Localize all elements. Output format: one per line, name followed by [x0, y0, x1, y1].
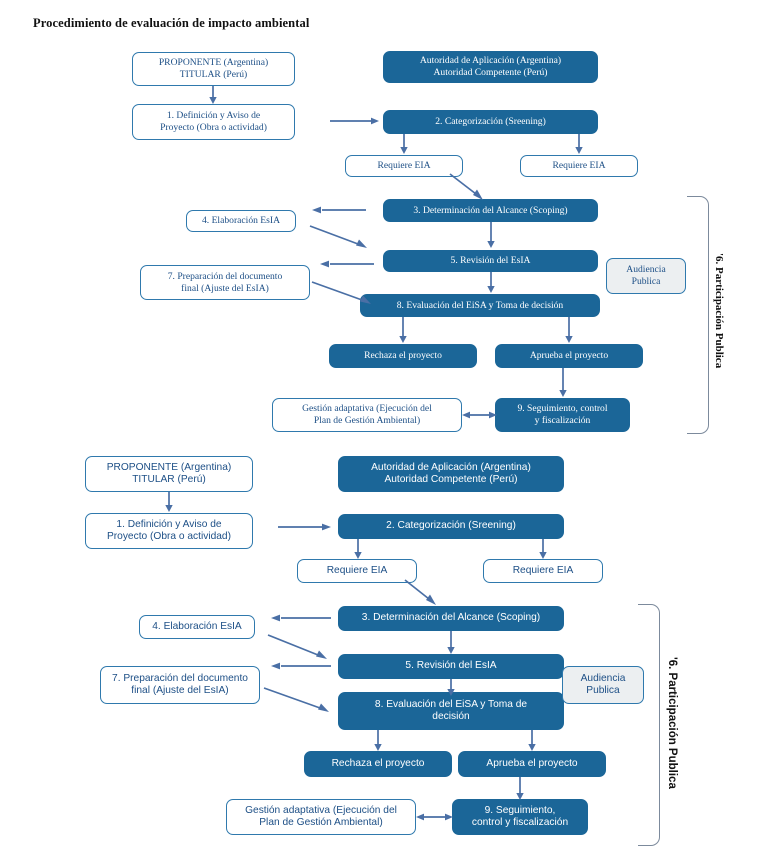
arrow-paso8-to-rechaza-b	[371, 730, 385, 754]
arrow-requiere-eia-to-paso3	[449, 173, 486, 202]
arrow-paso3-to-paso5-vertical	[484, 222, 498, 250]
arrow-paso5-to-paso7	[318, 258, 374, 270]
arrow-aprueba-to-paso9	[556, 368, 570, 400]
arrow-paso3-to-paso5-vertical-b	[444, 631, 458, 657]
node-paso-2-categorizacion: 2. Categorización (Sreening)	[383, 110, 598, 134]
bracket-participacion-publica-bottom	[638, 604, 660, 846]
label-participacion-publica-top: '6. Participación Publica	[713, 253, 725, 369]
node-paso-2-categorizacion-b: 2. Categorización (Sreening)	[338, 514, 564, 539]
arrow-gestion-paso9-bidirectional	[462, 409, 498, 421]
node-paso-3-alcance: 3. Determinación del Alcance (Scoping)	[383, 199, 598, 222]
node-requiere-eia-derecha: Requiere EIA	[520, 155, 638, 177]
arrow-paso5-to-paso7-b	[269, 660, 331, 672]
arrow-paso1-to-paso2	[330, 115, 380, 127]
arrow-paso2-to-requiere-eia-der	[572, 134, 586, 156]
node-requiere-eia-izquierda: Requiere EIA	[345, 155, 463, 177]
arrow-aprueba-to-paso9-b	[513, 777, 527, 803]
node-proponente-titular: PROPONENTE (Argentina)TITULAR (Perú)	[132, 52, 295, 86]
arrow-paso5-to-paso8-vertical	[484, 272, 498, 296]
node-requiere-eia-izquierda-b: Requiere EIA	[297, 559, 417, 583]
node-paso-5-revision: 5. Revisión del EsIA	[383, 250, 598, 272]
node-aprueba-proyecto: Aprueba el proyecto	[495, 344, 643, 368]
node-aprueba-proyecto-b: Aprueba el proyecto	[458, 751, 606, 777]
node-paso-8-evaluacion: 8. Evaluación del EiSA y Toma de decisió…	[360, 294, 600, 317]
arrow-paso2-to-requiere-eia-izq	[397, 134, 411, 156]
arrow-paso2-to-requiere-eia-izq-b	[351, 539, 365, 561]
node-paso-9-seguimiento-b: 9. Seguimiento,control y fiscalización	[452, 799, 588, 835]
node-proponente-titular-b: PROPONENTE (Argentina)TITULAR (Perú)	[85, 456, 253, 492]
arrow-paso8-to-aprueba-b	[525, 730, 539, 754]
node-autoridad-aplicacion-b: Autoridad de Aplicación (Argentina)Autor…	[338, 456, 564, 492]
arrow-paso7-to-paso8-b	[263, 687, 332, 716]
node-paso-3-alcance-b: 3. Determinación del Alcance (Scoping)	[338, 606, 564, 631]
node-autoridad-aplicacion: Autoridad de Aplicación (Argentina)Autor…	[383, 51, 598, 83]
arrow-proponente-to-paso1-b	[162, 492, 176, 514]
arrow-paso1-to-paso2-b	[278, 521, 332, 533]
arrow-gestion-paso9-bidirectional-b	[416, 811, 454, 823]
node-rechaza-proyecto-b: Rechaza el proyecto	[304, 751, 452, 777]
arrow-paso2-to-requiere-eia-der-b	[536, 539, 550, 561]
arrow-requiere-eia-to-paso3-b	[404, 579, 439, 608]
node-paso-5-revision-b: 5. Revisión del EsIA	[338, 654, 564, 679]
arrow-paso7-to-paso8	[311, 281, 374, 308]
node-paso-4-elaboracion-b: 4. Elaboración EsIA	[139, 615, 255, 639]
bracket-participacion-publica-top	[687, 196, 709, 434]
arrow-paso8-to-aprueba	[562, 317, 576, 345]
label-participacion-publica-bottom: '6. Participación Publica	[666, 657, 678, 789]
arrow-paso4-to-paso5	[309, 225, 370, 252]
page-title: Procedimiento de evaluación de impacto a…	[33, 16, 310, 30]
arrow-paso3-to-paso4	[310, 204, 366, 216]
node-paso-4-elaboracion: 4. Elaboración EsIA	[186, 210, 296, 232]
arrow-paso8-to-rechaza	[396, 317, 410, 345]
node-requiere-eia-derecha-b: Requiere EIA	[483, 559, 603, 583]
arrow-paso5-to-paso8-vertical-b	[444, 679, 458, 699]
node-rechaza-proyecto: Rechaza el proyecto	[329, 344, 477, 368]
arrow-paso3-to-paso4-b	[269, 612, 331, 624]
arrow-proponente-to-paso1	[206, 86, 220, 106]
arrow-paso4-to-paso5-b	[267, 634, 330, 663]
